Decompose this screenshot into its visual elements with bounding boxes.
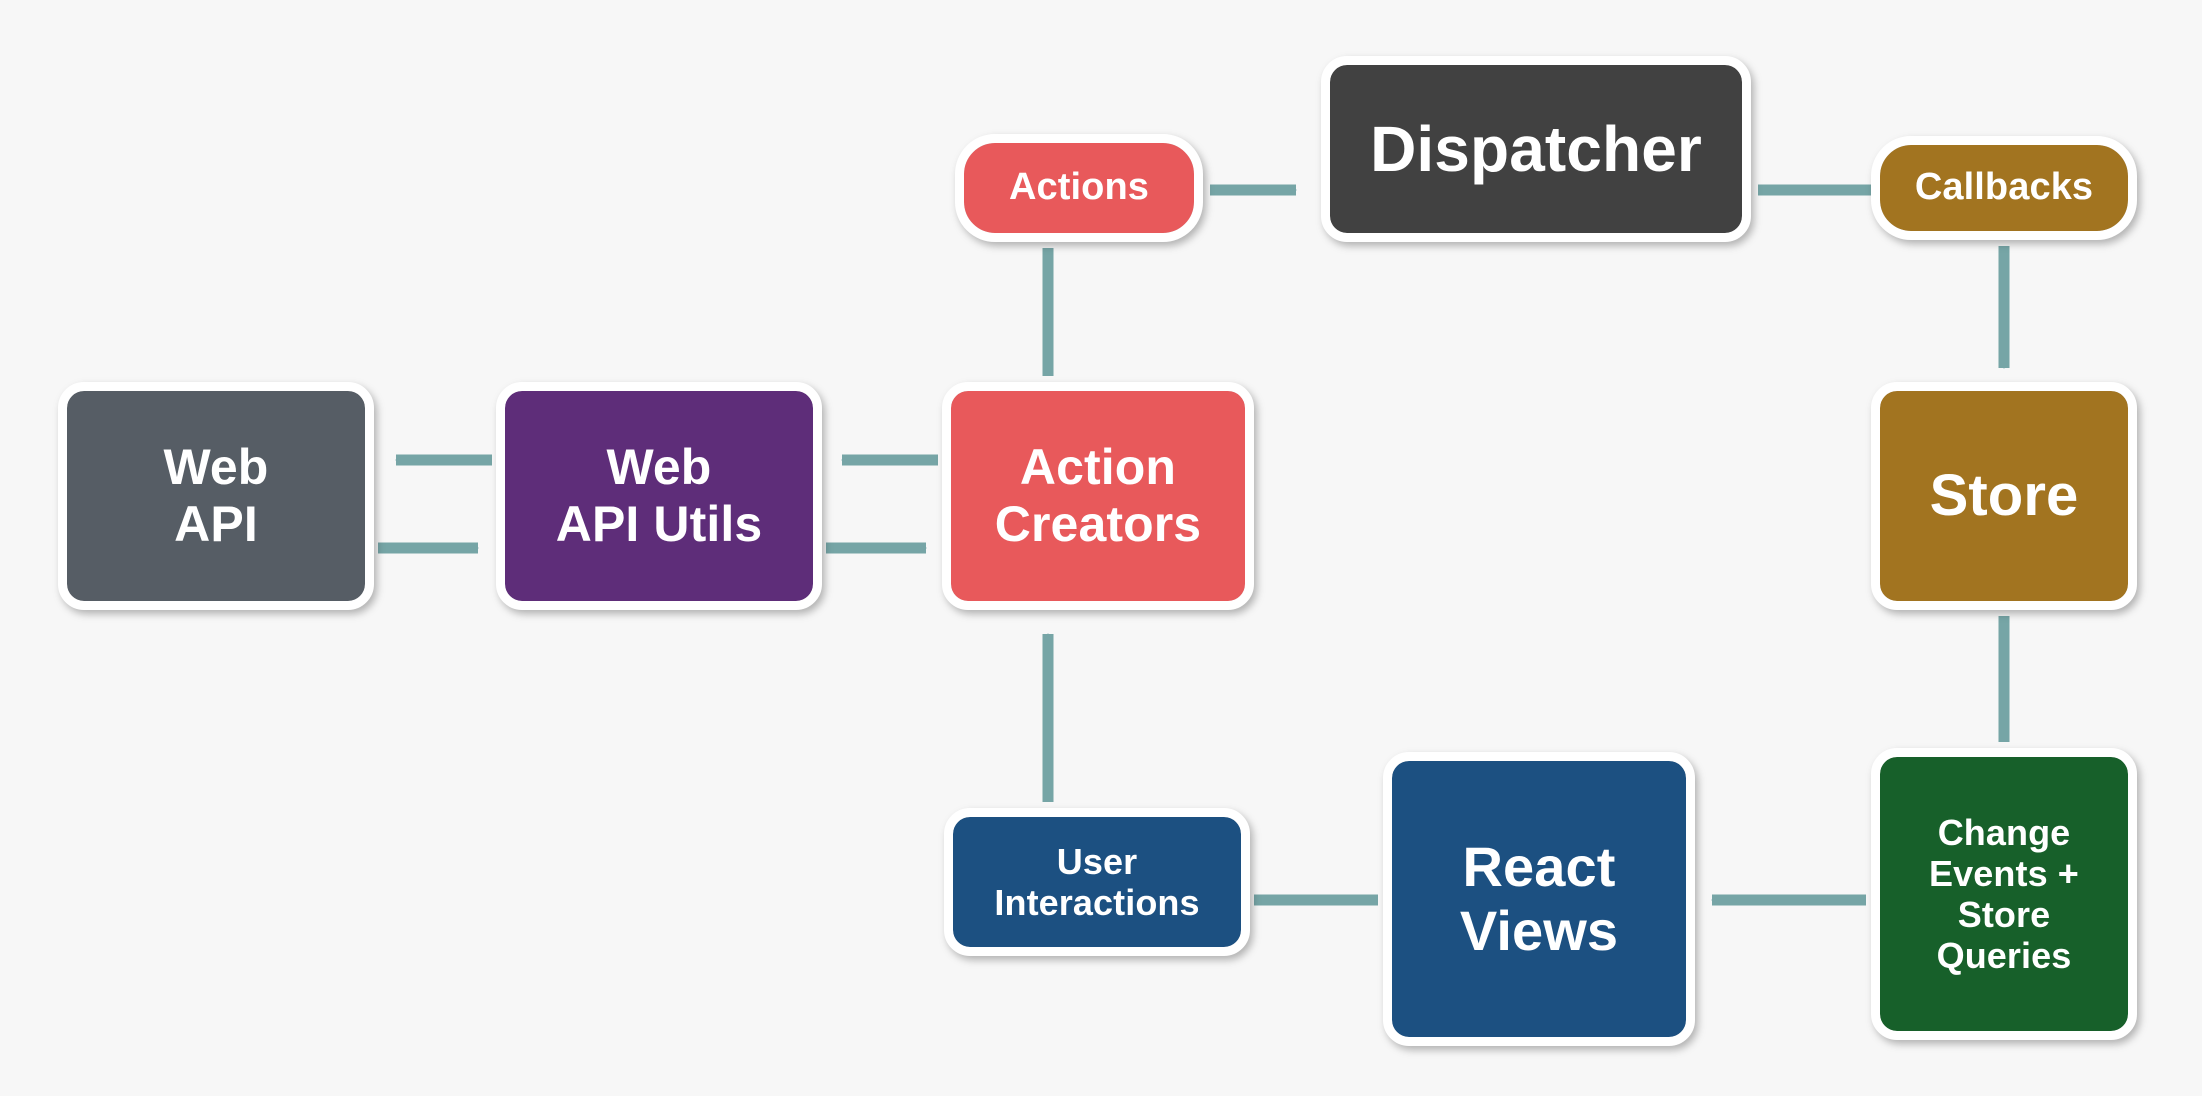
node-action-creators-label: Action Creators [994, 439, 1202, 552]
node-user-interactions-label: User Interactions [994, 840, 1200, 923]
node-dispatcher[interactable]: Dispatcher [1321, 56, 1751, 242]
node-react-views[interactable]: React Views [1383, 752, 1695, 1046]
node-action-creators[interactable]: Action Creators [942, 382, 1254, 610]
node-web-api-label: Web API [163, 439, 269, 552]
node-actions[interactable]: Actions [955, 134, 1203, 242]
node-user-interactions[interactable]: User Interactions [944, 808, 1250, 956]
node-store-label: Store [1929, 462, 2079, 528]
node-change-events-store-queries[interactable]: Change Events + Store Queries [1871, 748, 2137, 1040]
node-web-api[interactable]: Web API [58, 382, 374, 610]
node-callbacks[interactable]: Callbacks [1871, 136, 2137, 240]
node-dispatcher-label: Dispatcher [1370, 112, 1702, 185]
node-store[interactable]: Store [1871, 382, 2137, 610]
node-callbacks-label: Callbacks [1914, 166, 2094, 209]
node-web-api-utils-label: Web API Utils [555, 439, 763, 552]
node-react-views-label: React Views [1459, 835, 1619, 962]
node-web-api-utils[interactable]: Web API Utils [496, 382, 822, 610]
node-change-events-store-queries-label: Change Events + Store Queries [1929, 811, 2079, 977]
node-actions-label: Actions [1008, 166, 1150, 209]
